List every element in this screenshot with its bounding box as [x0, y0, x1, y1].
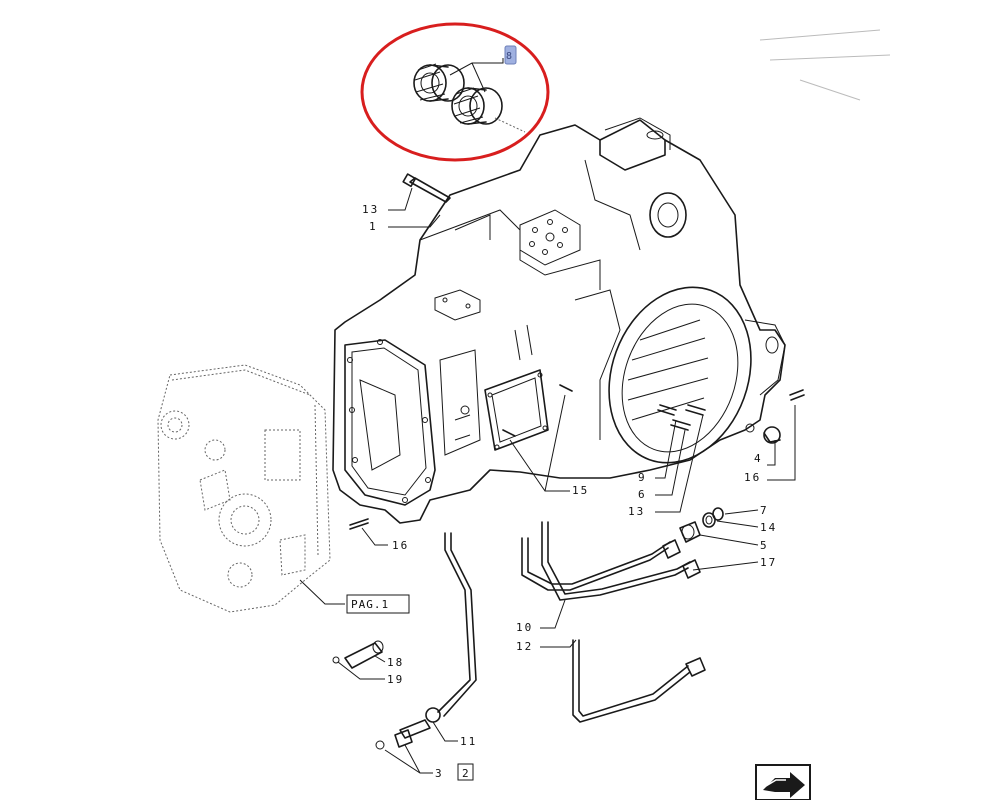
- callout-19: 19: [387, 673, 404, 686]
- callout-labels: 8 13 1 4 16 9 6 13 15 7 14 5 17 16 10 12…: [346, 45, 777, 781]
- callout-11: 11: [460, 735, 477, 748]
- page-reference: PAG.1: [351, 598, 389, 611]
- pipe-11: [399, 532, 477, 739]
- highlight-ellipse: [360, 22, 550, 162]
- callout-3: 3: [435, 767, 444, 780]
- arrow-symbol-icon: [755, 764, 811, 800]
- callout-13-top: 13: [362, 203, 379, 216]
- callout-15: 15: [572, 484, 589, 497]
- callout-8: 8: [506, 51, 512, 62]
- callout-2: 2: [462, 767, 469, 780]
- callout-4: 4: [754, 452, 763, 465]
- callout-18: 18: [387, 656, 404, 669]
- leader-lines: [299, 58, 796, 774]
- small-parts: [332, 384, 805, 750]
- callout-6: 6: [638, 488, 647, 501]
- callout-8-badge: [504, 45, 517, 65]
- bolt-top: [402, 173, 451, 203]
- callout-13-lower: 13: [628, 505, 645, 518]
- callout-7: 7: [760, 504, 769, 517]
- callout-1: 1: [369, 220, 378, 233]
- page-reference-box: [346, 594, 410, 614]
- callout-16-left: 16: [392, 539, 409, 552]
- callout-9: 9: [638, 471, 647, 484]
- adjacent-housing-ghost: [157, 364, 331, 613]
- callout-14: 14: [760, 521, 777, 534]
- faint-background-marks: [759, 29, 891, 101]
- callout-16-right: 16: [744, 471, 761, 484]
- callout-12: 12: [516, 640, 533, 653]
- callout-5: 5: [760, 539, 769, 552]
- callout-10: 10: [516, 621, 533, 634]
- pipe-12: [572, 639, 706, 723]
- bushing-pair: [413, 63, 526, 133]
- transmission-housing: [332, 117, 786, 524]
- callout-17: 17: [760, 556, 777, 569]
- callout-2-box: [457, 763, 474, 781]
- pipe-10: [521, 521, 701, 601]
